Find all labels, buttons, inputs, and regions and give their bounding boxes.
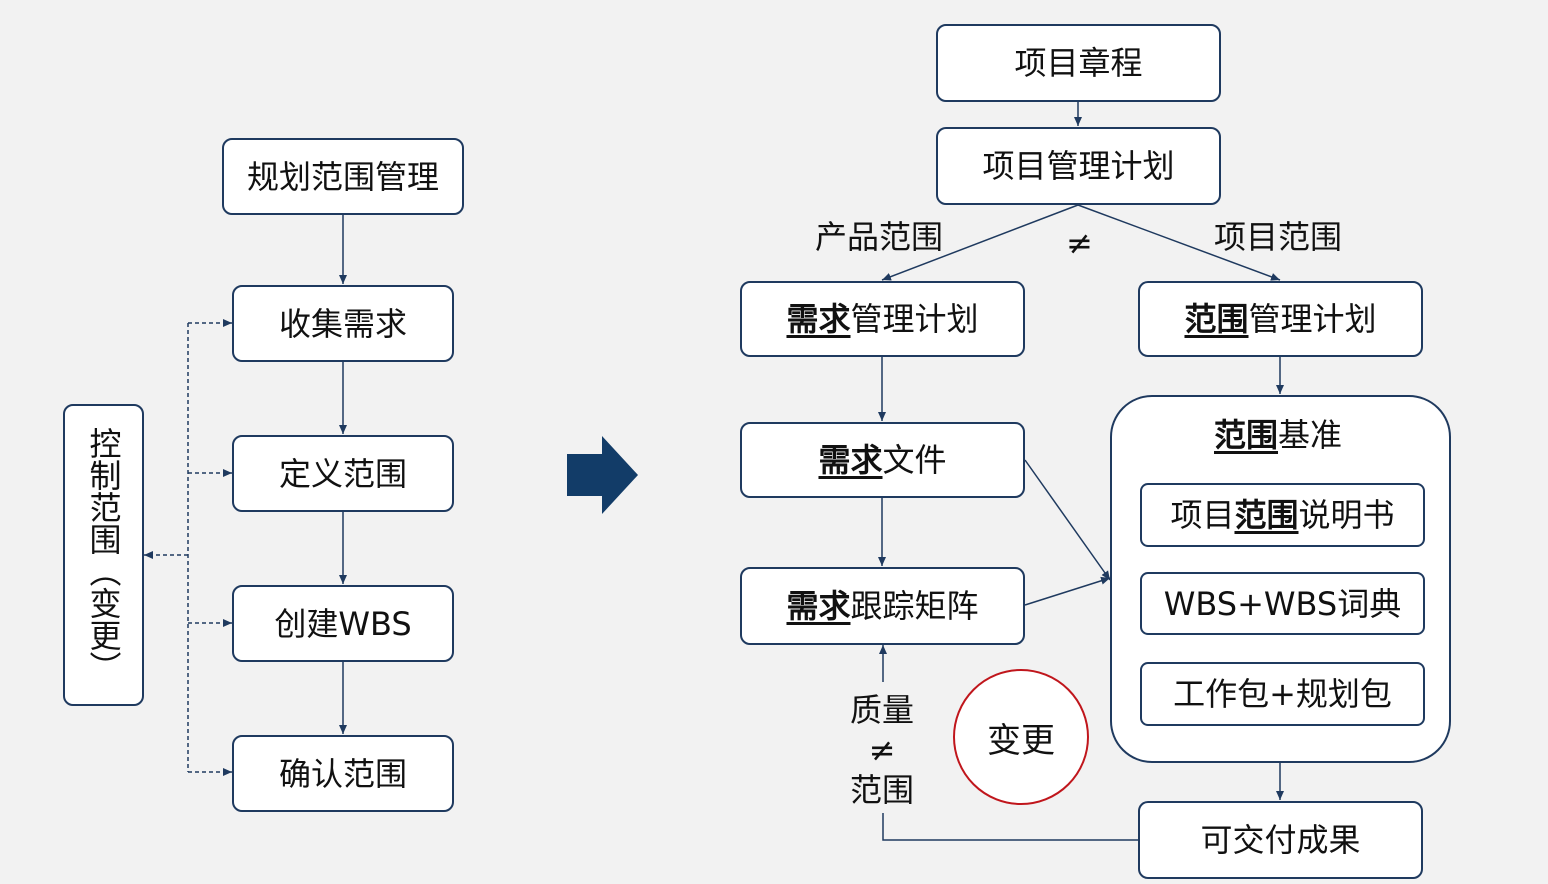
arrow-reqdoc-baseline <box>1024 459 1111 581</box>
collect-requirements-label: 收集需求 <box>278 304 407 343</box>
work-package-label: 工作包+规划包 <box>1173 675 1392 713</box>
control-dashed-links <box>144 319 232 776</box>
change-label: 变更 <box>987 720 1055 761</box>
not-equal-bottom: ≠ <box>868 731 896 769</box>
requirements-kw: 需求 <box>818 441 883 479</box>
deliverables-label: 可交付成果 <box>1200 821 1361 859</box>
not-equal-top: ≠ <box>1066 224 1093 262</box>
requirements-plan-label: 管理计划 <box>850 300 979 338</box>
scope-statement-box: 项目范围说明书 <box>1140 483 1425 547</box>
validate-scope-label: 确认范围 <box>278 754 407 793</box>
traceability-matrix-box: 需求跟踪矩阵 <box>740 567 1025 645</box>
scope-label: 范围 <box>849 771 914 809</box>
control-scope-label: 控制范围（变更） <box>84 427 123 683</box>
requirements-doc-box: 需求文件 <box>740 422 1025 498</box>
deliverables-box: 可交付成果 <box>1138 801 1423 879</box>
define-scope-label: 定义范围 <box>278 454 407 493</box>
product-scope-label: 产品范围 <box>815 218 944 256</box>
pm-plan-box: 项目管理计划 <box>936 127 1221 205</box>
scope-kw: 范围 <box>1214 416 1279 454</box>
arrow-pmplan-reqplan <box>881 204 1079 281</box>
transition-arrow <box>567 436 638 514</box>
work-package-box: 工作包+规划包 <box>1140 662 1425 726</box>
requirements-doc-label: 文件 <box>882 441 947 479</box>
wbs-dictionary-box: WBS+WBS词典 <box>1140 572 1425 635</box>
quality-not-scope-note: 质量 ≠ 范围 <box>840 690 924 810</box>
statement-post: 说明书 <box>1298 496 1395 534</box>
project-scope-label: 项目范围 <box>1214 218 1343 256</box>
wbs-dictionary-label: WBS+WBS词典 <box>1163 584 1402 623</box>
quality-label: 质量 <box>849 691 914 729</box>
create-wbs-box: 创建WBS <box>232 585 454 662</box>
project-charter-box: 项目章程 <box>936 24 1221 102</box>
scope-kw: 范围 <box>1184 300 1249 338</box>
define-scope-box: 定义范围 <box>232 435 454 512</box>
arrow-trace-baseline <box>1024 576 1111 606</box>
collect-requirements-box: 收集需求 <box>232 285 454 362</box>
scope-kw: 范围 <box>1234 496 1299 534</box>
scope-plan-box: 范围管理计划 <box>1138 281 1423 357</box>
traceability-matrix-label: 跟踪矩阵 <box>850 587 979 625</box>
scope-baseline-title: 范围基准 <box>1214 419 1342 451</box>
plan-scope-label: 规划范围管理 <box>246 157 439 196</box>
statement-pre: 项目 <box>1170 496 1235 534</box>
validate-scope-box: 确认范围 <box>232 735 454 812</box>
requirements-kw: 需求 <box>786 587 851 625</box>
requirements-kw: 需求 <box>786 300 851 338</box>
create-wbs-label: 创建WBS <box>274 604 412 643</box>
arrow-pmplan-scopeplan <box>1077 204 1281 281</box>
plan-scope-box: 规划范围管理 <box>222 138 464 215</box>
requirements-plan-box: 需求管理计划 <box>740 281 1025 357</box>
arrow-deliverables-trace <box>882 813 1138 841</box>
control-scope-box: 控制范围（变更） <box>63 404 144 706</box>
scope-plan-label: 管理计划 <box>1248 300 1377 338</box>
project-charter-label: 项目章程 <box>1014 44 1143 82</box>
change-circle: 变更 <box>953 669 1089 805</box>
baseline-label: 基准 <box>1278 416 1343 454</box>
pm-plan-label: 项目管理计划 <box>982 147 1175 185</box>
